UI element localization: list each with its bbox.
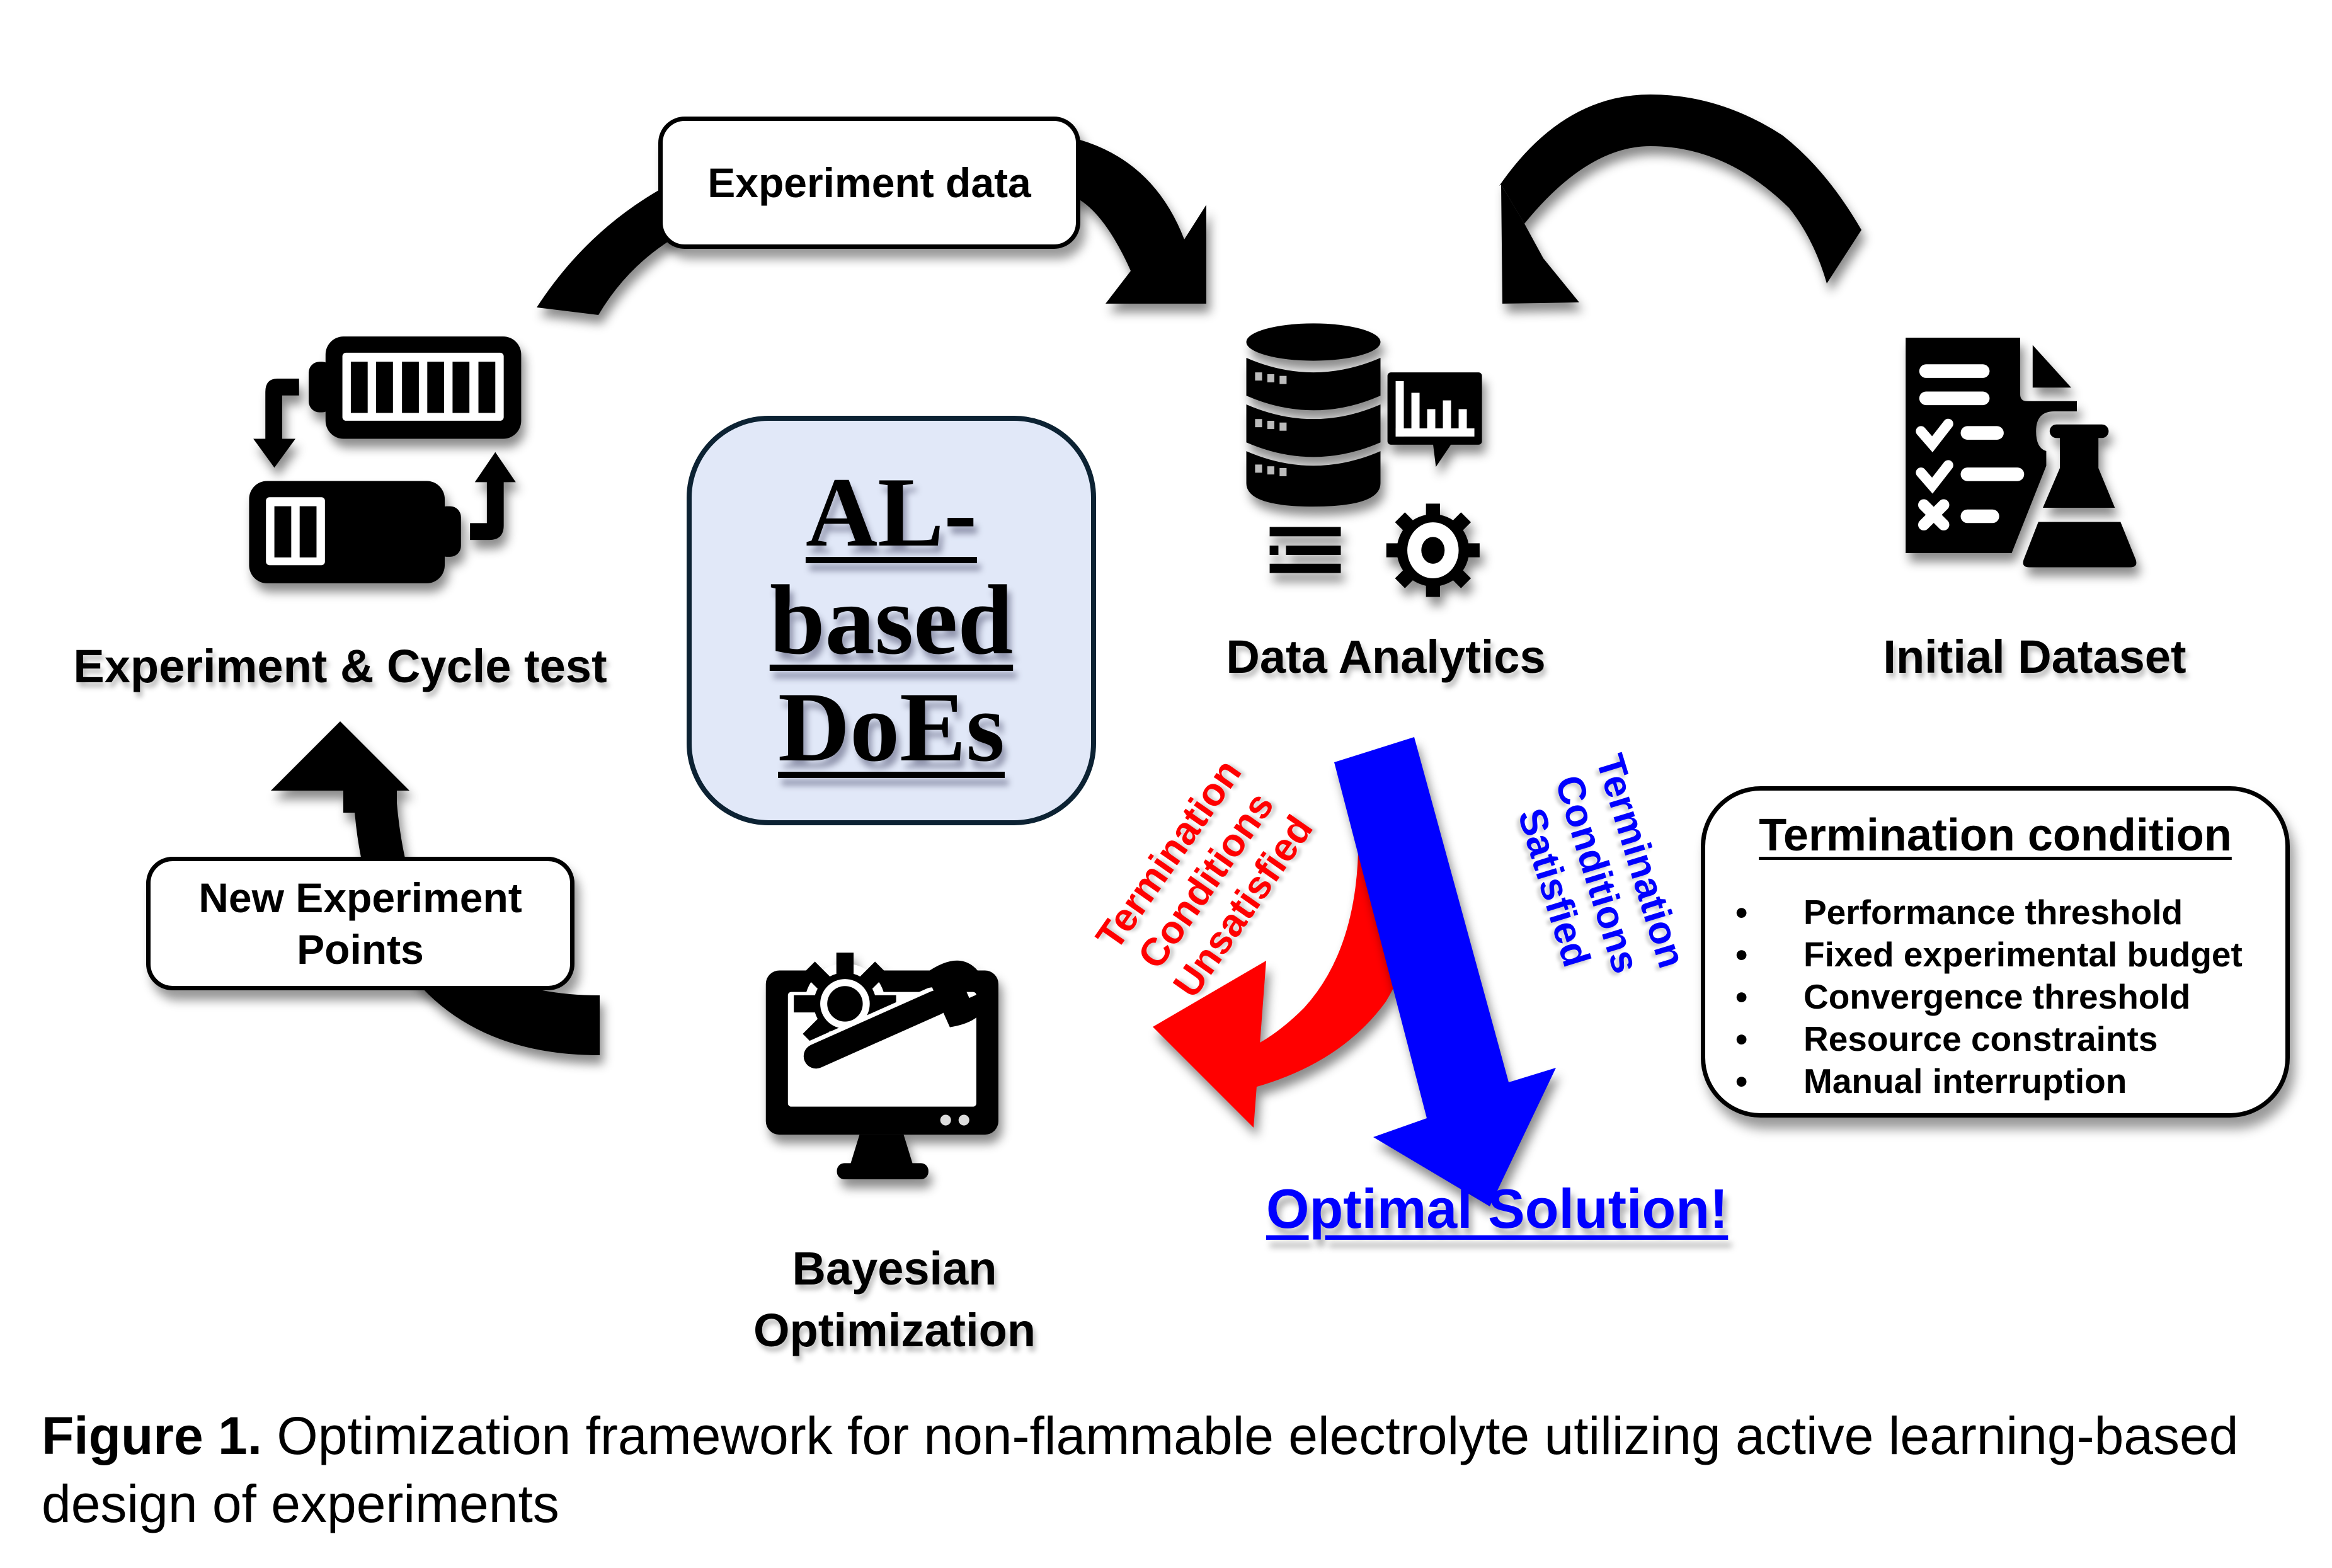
- termination-item: • Manual interruption: [1735, 1060, 2243, 1102]
- bullet-icon: •: [1735, 1019, 1748, 1058]
- termination-item: • Resource constraints: [1735, 1018, 2243, 1060]
- al-line-3: DoEs: [778, 672, 1005, 783]
- figure-caption-prefix: Figure 1.: [42, 1406, 263, 1465]
- termination-item-text: Manual interruption: [1803, 1062, 2127, 1101]
- al-line-2: based: [769, 564, 1014, 675]
- checklist-flask-icon: [1906, 338, 2137, 568]
- experiment-cycle-test-label: Experiment & Cycle test: [73, 640, 607, 692]
- termination-item: • Performance threshold: [1735, 891, 2243, 934]
- termination-item: • Convergence threshold: [1735, 976, 2243, 1018]
- monitor-wrench-gear-icon: [765, 953, 998, 1180]
- new-experiment-points-label: New Experiment Points: [146, 857, 574, 990]
- termination-condition-box: Termination condition • Performance thres…: [1701, 786, 2290, 1118]
- termination-item: • Fixed experimental budget: [1735, 934, 2243, 976]
- database-analytics-icon: [1246, 323, 1482, 597]
- new-points-text-line2: Points: [297, 926, 424, 973]
- termination-item-text: Resource constraints: [1803, 1019, 2158, 1058]
- optimal-solution-label: Optimal Solution!: [1266, 1177, 1729, 1240]
- al-line-1: AL-: [805, 457, 978, 568]
- termination-item-text: Convergence threshold: [1803, 977, 2191, 1016]
- experiment-data-label: Experiment data: [658, 117, 1080, 249]
- termination-condition-list: • Performance threshold • Fixed experiment…: [1735, 891, 2243, 1102]
- bullet-icon: •: [1735, 893, 1748, 932]
- bayesian-optimization-label: Bayesian Optimization: [693, 1238, 1096, 1361]
- termination-item-text: Performance threshold: [1803, 893, 2183, 932]
- bayesian-label-line2: Optimization: [753, 1304, 1036, 1356]
- bayesian-label-line1: Bayesian: [792, 1242, 997, 1295]
- new-points-text-line1: New Experiment: [198, 874, 522, 921]
- battery-cycle-icon: [249, 336, 522, 583]
- data-analytics-label: Data Analytics: [1226, 631, 1546, 683]
- termination-condition-title: Termination condition: [1759, 810, 2232, 861]
- experiment-data-text: Experiment data: [707, 159, 1031, 206]
- bullet-icon: •: [1735, 977, 1748, 1016]
- figure-caption: Figure 1. Optimization framework for non…: [42, 1402, 2297, 1538]
- initial-dataset-label: Initial Dataset: [1883, 631, 2186, 683]
- termination-item-text: Fixed experimental budget: [1803, 935, 2243, 974]
- bullet-icon: •: [1735, 935, 1748, 974]
- al-based-does-block: AL- based DoEs: [687, 416, 1096, 825]
- figure-caption-text: Optimization framework for non-flammable…: [42, 1406, 2239, 1533]
- bullet-icon: •: [1735, 1062, 1748, 1101]
